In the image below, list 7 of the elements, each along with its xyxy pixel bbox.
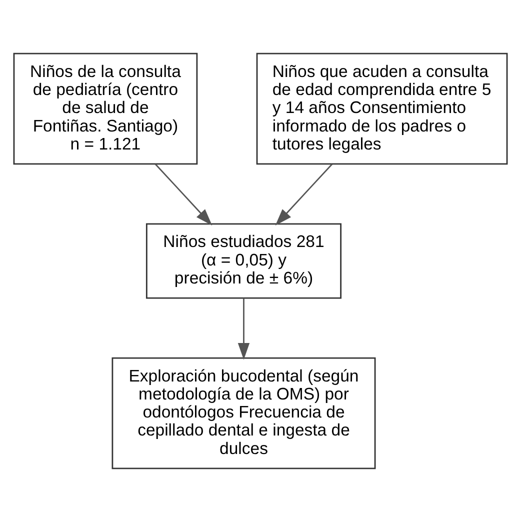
- arrow: [238, 298, 250, 360]
- node-box: Niños de la consulta de pediatría (centro de salud de Fontiñas. Santiago) n = 1.121: [13, 52, 198, 164]
- node-box: Niños que acuden a consulta de edad comprendida entre 5 y 14 años Consentimiento informado de los padres o tutores legales: [256, 52, 508, 164]
- node-box: Niños estudiados 281 (α = 0,05) y precisión de ± 6%): [146, 222, 342, 298]
- arrow: [275, 163, 333, 225]
- node-box: Exploración bucodental (según metodología de la OMS) por odontólogos Frecuencia de cepillado dental e ingesta de dulces: [112, 356, 376, 469]
- arrow: [154, 163, 212, 225]
